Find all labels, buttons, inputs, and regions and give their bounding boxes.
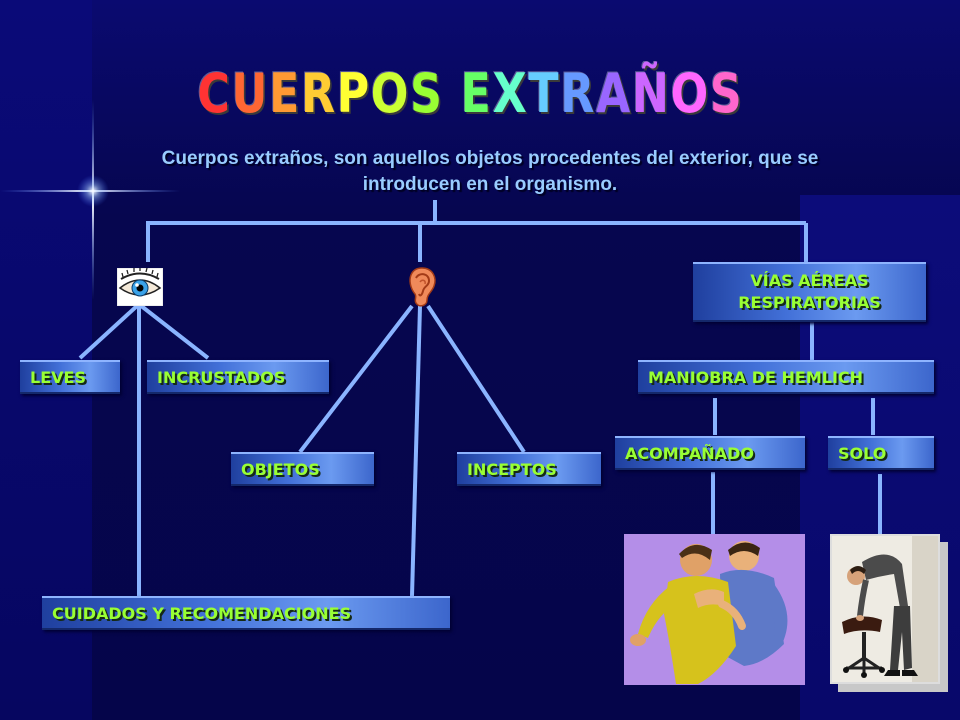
node-solo: SOLO	[828, 436, 934, 470]
node-inceptos: INCEPTOS	[457, 452, 601, 486]
title-letter: R	[560, 62, 596, 125]
title-letter: E	[460, 62, 493, 125]
eye-icon	[116, 267, 164, 307]
connector-line	[298, 304, 414, 454]
heimlich-accompanied-illustration	[624, 534, 805, 685]
title-letter: S	[709, 62, 744, 125]
title-letter: X	[492, 62, 529, 125]
title-letter: O	[370, 62, 411, 125]
connector-line	[78, 303, 140, 360]
title-letter: O	[670, 62, 710, 125]
title-letter: Ñ	[631, 62, 671, 125]
connector-line	[138, 303, 210, 360]
node-maniobra-de-hemlich: MANIOBRA DE HEMLICH	[638, 360, 934, 394]
title-letter: R	[300, 62, 337, 125]
connector-line	[426, 304, 526, 454]
sparkle-decoration	[0, 100, 180, 300]
connector-line	[410, 305, 422, 597]
subtitle: Cuerpos extraños, son aquellos objetos p…	[161, 148, 819, 195]
title-letter: E	[269, 62, 301, 125]
page-title: CUERPOS EXTRAÑOS	[85, 62, 856, 125]
node-leves: LEVES	[20, 360, 120, 394]
heimlich-alone-photo	[830, 534, 940, 684]
node-objetos: OBJETOS	[231, 452, 374, 486]
node-vias-aereas: VÍAS AÉREAS RESPIRATORIAS	[693, 262, 926, 322]
node-acompanado: ACOMPAÑADO	[615, 436, 805, 470]
ear-icon	[405, 266, 439, 308]
title-letter: A	[595, 62, 632, 125]
title-letter: P	[336, 62, 371, 125]
title-letter: T	[528, 62, 561, 125]
title-letter: S	[410, 62, 444, 125]
title-letter: C	[197, 62, 232, 125]
title-letter: U	[231, 62, 270, 125]
node-incrustados: INCRUSTADOS	[147, 360, 329, 394]
node-cuidados-y-recomendaciones: CUIDADOS Y RECOMENDACIONES	[42, 596, 450, 630]
